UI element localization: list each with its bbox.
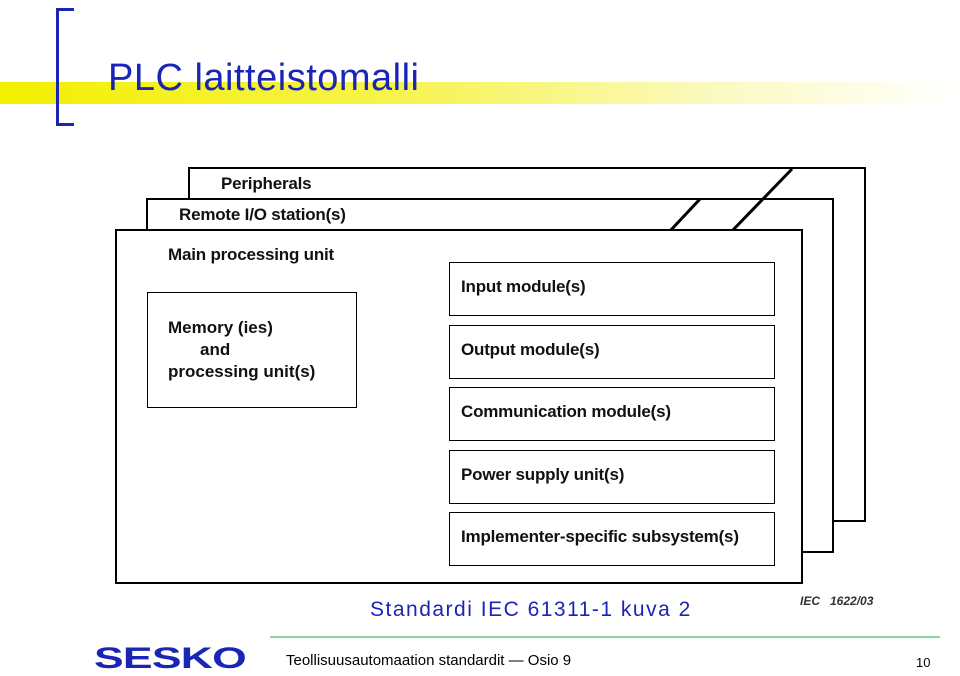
main-processing-layer: Main processing unit Memory (ies) and pr… [115, 229, 803, 584]
input-module-label: Input module(s) [461, 277, 586, 296]
title-highlight-bar [0, 82, 960, 104]
peripherals-label: Peripherals [221, 174, 312, 193]
power-supply-label: Power supply unit(s) [461, 465, 625, 484]
input-module-box: Input module(s) [449, 262, 775, 316]
memory-line-1: Memory (ies) [168, 318, 273, 337]
footer-text: Teollisuusautomaation standardit — Osio … [286, 652, 572, 669]
communication-module-box: Communication module(s) [449, 387, 775, 441]
implementer-subsystem-box: Implementer-specific subsystem(s) [449, 512, 775, 566]
memory-line-3: processing unit(s) [168, 362, 316, 381]
remote-io-label: Remote I/O station(s) [179, 205, 346, 224]
sesko-logo-graphic: SESKO [94, 642, 247, 675]
sesko-logo: SESKO [94, 642, 248, 676]
sesko-logo-text: SESKO [94, 645, 246, 671]
connection-break-marks [668, 167, 794, 233]
page-number: 10 [916, 655, 931, 670]
memory-line-2: and [200, 340, 231, 359]
title-bracket [56, 8, 74, 126]
power-supply-box: Power supply unit(s) [449, 450, 775, 504]
communication-module-label: Communication module(s) [461, 402, 671, 421]
output-module-label: Output module(s) [461, 340, 600, 359]
footer-divider [270, 636, 940, 638]
slide-title: PLC laitteistomalli [108, 57, 420, 99]
output-module-box: Output module(s) [449, 325, 775, 379]
implementer-subsystem-label: Implementer-specific subsystem(s) [461, 527, 739, 546]
memory-processing-box: Memory (ies) and processing unit(s) [147, 292, 357, 408]
iec-figure-ref: IEC 1622/03 [800, 594, 874, 608]
figure-caption: Standardi IEC 61311-1 kuva 2 [370, 598, 692, 621]
main-processing-label: Main processing unit [168, 245, 335, 264]
